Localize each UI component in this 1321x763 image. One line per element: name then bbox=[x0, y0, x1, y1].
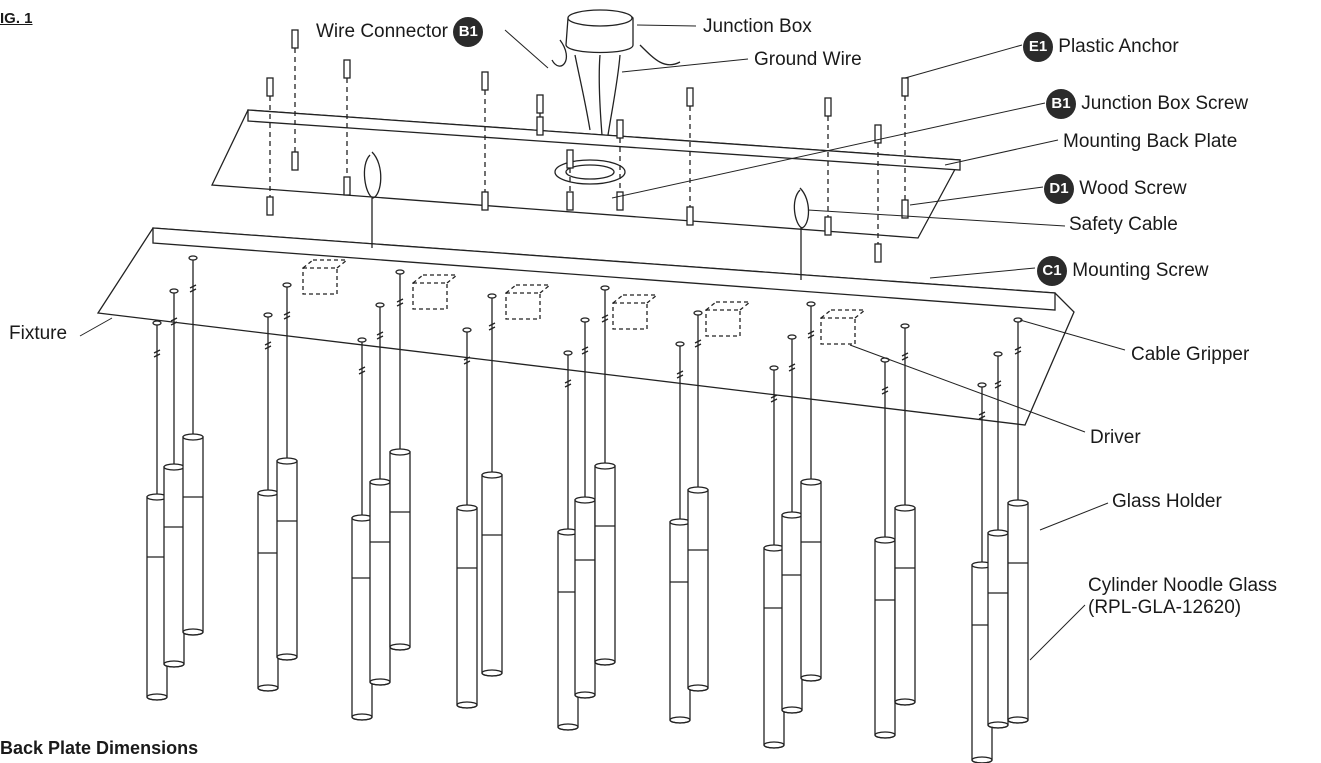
badge-b1-junction-screw: B1 bbox=[1046, 89, 1076, 119]
callout-cylinder-noodle-glass: Cylinder Noodle Glass (RPL-GLA-12620) bbox=[1088, 575, 1277, 619]
callout-cable-gripper: Cable Gripper bbox=[1131, 344, 1250, 365]
driver-box-icon bbox=[705, 301, 751, 337]
driver-box-icon bbox=[412, 274, 458, 310]
callout-mounting-screw: C1 Mounting Screw bbox=[1037, 256, 1209, 286]
callout-junction-box-screw: B1 Junction Box Screw bbox=[1046, 89, 1248, 119]
wood-screw-label: Wood Screw bbox=[1079, 178, 1187, 200]
cylinder-pendant-icon bbox=[389, 269, 411, 651]
callout-wire-connector: Wire Connector B1 bbox=[316, 17, 484, 47]
driver-box-icon bbox=[302, 259, 348, 295]
screw-icon bbox=[343, 59, 351, 196]
screw-icon bbox=[536, 94, 544, 136]
cylinder-pendant-icon bbox=[351, 337, 373, 721]
callout-plastic-anchor: E1 Plastic Anchor bbox=[1023, 32, 1179, 62]
junction-ring-shape bbox=[554, 159, 626, 185]
plastic-anchor-label: Plastic Anchor bbox=[1058, 36, 1179, 58]
leader-lines bbox=[79, 24, 1126, 661]
screws-and-anchors bbox=[266, 29, 909, 263]
cylinder-pendant-icon bbox=[894, 323, 916, 706]
cylinder-pendant-icon bbox=[456, 327, 478, 709]
screw-icon bbox=[481, 71, 489, 211]
cylinder-pendant-icon bbox=[800, 301, 822, 682]
cylinder-glass-label: Cylinder Noodle Glass bbox=[1088, 575, 1278, 596]
cylinder-pendant-icon bbox=[146, 320, 168, 701]
driver-box-icon bbox=[505, 284, 551, 320]
wire-connector-label: Wire Connector bbox=[316, 21, 448, 43]
cylinder-pendant-icon bbox=[182, 255, 204, 636]
cylinder-pendant-icon bbox=[781, 334, 803, 714]
cylinder-glass-part-number: (RPL-GLA-12620) bbox=[1088, 597, 1242, 618]
cylinder-pendant-icon bbox=[594, 285, 616, 666]
callout-mounting-back-plate: Mounting Back Plate bbox=[1063, 131, 1238, 152]
driver-box-icon bbox=[612, 294, 658, 330]
cylinder-pendant-icon bbox=[574, 317, 596, 699]
junction-box-screw-label: Junction Box Screw bbox=[1081, 93, 1249, 115]
callout-junction-box: Junction Box bbox=[703, 16, 812, 37]
callout-fixture: Fixture bbox=[9, 323, 68, 344]
callout-ground-wire: Ground Wire bbox=[754, 49, 862, 70]
pendant-cylinders bbox=[146, 255, 1029, 763]
cylinder-pendant-icon bbox=[557, 350, 579, 731]
badge-e1: E1 bbox=[1023, 32, 1053, 62]
callout-driver: Driver bbox=[1090, 427, 1141, 448]
screw-icon bbox=[566, 149, 574, 211]
screw-icon bbox=[616, 119, 624, 211]
cylinder-pendant-icon bbox=[971, 382, 993, 763]
cylinder-pendant-icon bbox=[987, 351, 1009, 729]
cylinder-pendant-icon bbox=[763, 365, 785, 749]
mounting-screw-label: Mounting Screw bbox=[1072, 260, 1209, 282]
callout-safety-cable: Safety Cable bbox=[1069, 214, 1178, 235]
screw-icon bbox=[291, 29, 299, 171]
badge-b1-wire-connector: B1 bbox=[453, 17, 484, 47]
driver-box-icon bbox=[820, 309, 866, 345]
cylinder-pendant-icon bbox=[874, 357, 896, 739]
cylinder-pendant-icon bbox=[276, 282, 298, 661]
badge-d1: D1 bbox=[1044, 174, 1074, 204]
cylinder-pendant-icon bbox=[481, 293, 503, 677]
figure-label: IG. 1 bbox=[0, 10, 33, 27]
cylinder-pendant-icon bbox=[163, 288, 185, 668]
callout-glass-holder: Glass Holder bbox=[1112, 491, 1222, 512]
screw-icon bbox=[874, 124, 882, 263]
safety-cable-shape bbox=[363, 151, 810, 280]
cylinder-pendant-icon bbox=[687, 310, 709, 692]
badge-c1: C1 bbox=[1037, 256, 1067, 286]
callout-wood-screw: D1 Wood Screw bbox=[1044, 174, 1187, 204]
screw-icon bbox=[686, 87, 694, 226]
drivers bbox=[302, 259, 866, 345]
cylinder-pendant-icon bbox=[257, 312, 279, 692]
junction-box-shape bbox=[551, 9, 681, 136]
cylinder-pendant-icon bbox=[369, 302, 391, 686]
cylinder-pendant-icon bbox=[669, 341, 691, 724]
fixture-plate-shape bbox=[96, 227, 1075, 426]
mounting-back-plate-shape bbox=[211, 109, 962, 239]
back-plate-dimensions-title: Back Plate Dimensions bbox=[0, 738, 199, 758]
screw-icon bbox=[824, 97, 832, 236]
cylinder-pendant-icon bbox=[1007, 317, 1029, 724]
screw-icon bbox=[266, 77, 274, 216]
